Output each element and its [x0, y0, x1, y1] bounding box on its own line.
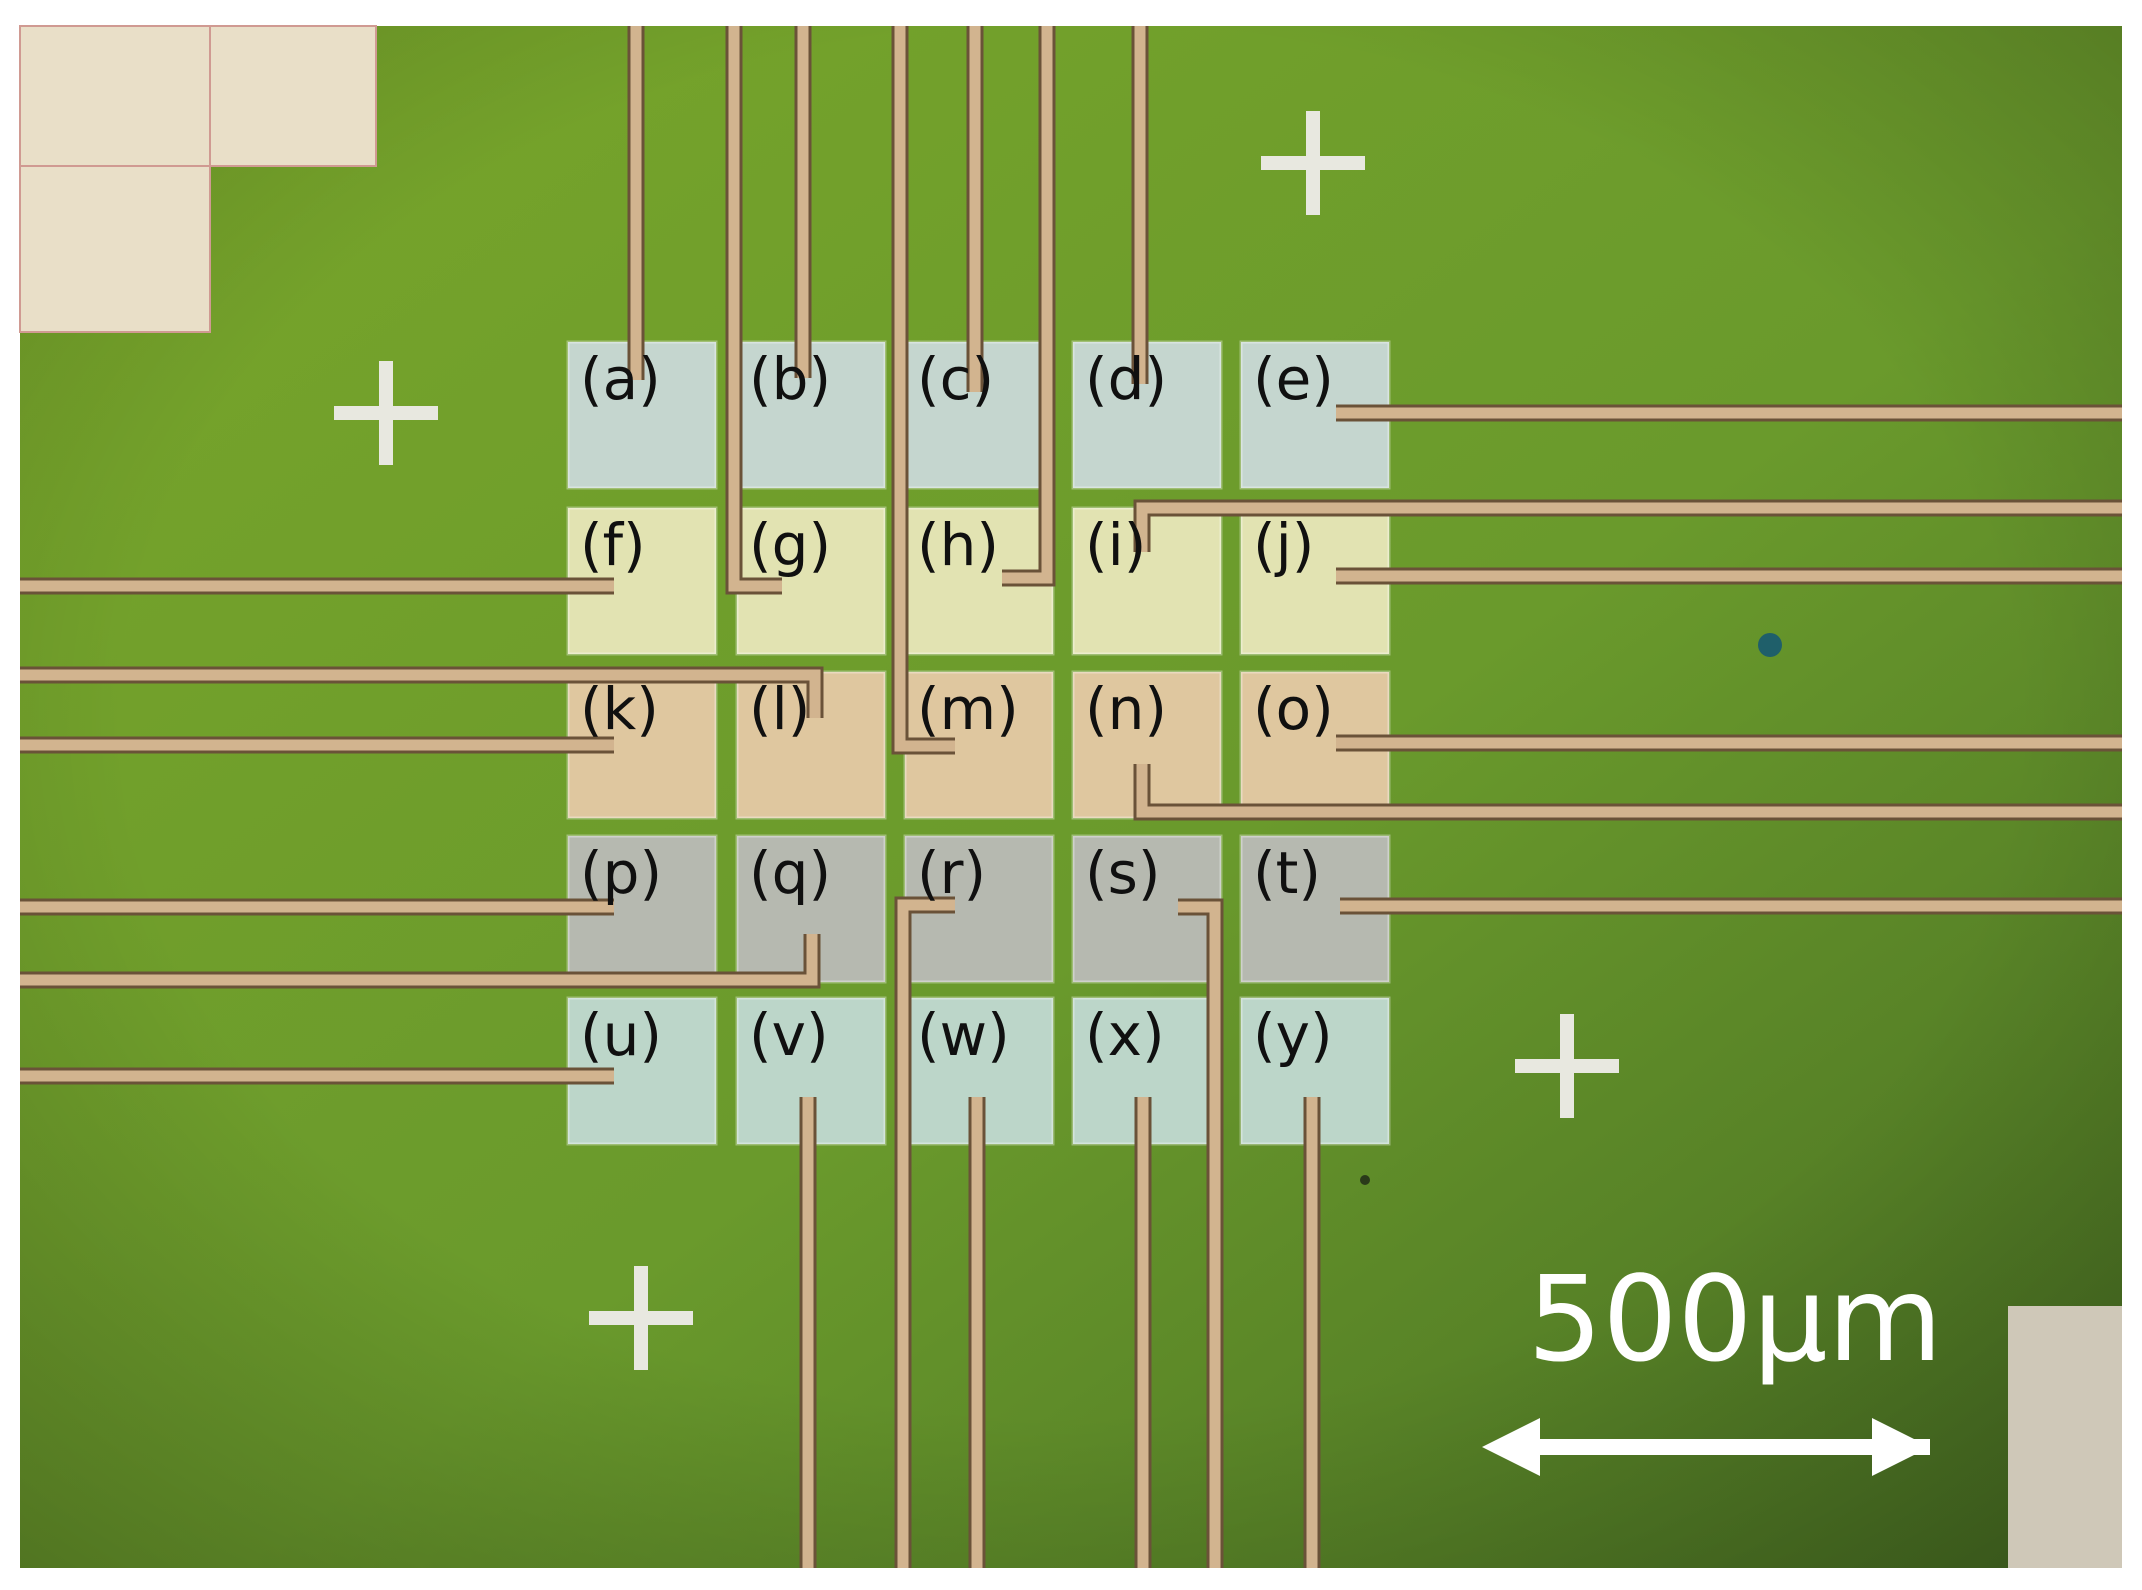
- trace: [894, 26, 955, 752]
- pad-label: (p): [580, 839, 662, 907]
- traces: [20, 26, 2122, 1568]
- dust-spot: [1360, 1175, 1370, 1185]
- pad-label: (e): [1253, 345, 1334, 413]
- pad-label: (y): [1253, 1001, 1333, 1069]
- pad-label: (h): [917, 511, 999, 579]
- vignette: [20, 26, 2122, 1568]
- pad-label: (j): [1253, 511, 1314, 579]
- alignment-mark: [589, 1266, 693, 1370]
- pad-label: (r): [917, 839, 986, 907]
- pad-label: (g): [749, 511, 831, 579]
- pad-label: (u): [580, 1001, 662, 1069]
- trace: [1002, 26, 1053, 584]
- trace: [20, 669, 821, 718]
- trace: [1136, 502, 2122, 552]
- pad-label: (v): [749, 1001, 829, 1069]
- top-left-metal-blocks: [19, 25, 377, 333]
- pad-label: (n): [1085, 675, 1167, 743]
- pad-label: (d): [1085, 345, 1167, 413]
- scale-bar-arrow: [1482, 1418, 1930, 1476]
- pad-label: (w): [917, 1001, 1010, 1069]
- pad-label: (m): [917, 675, 1019, 743]
- scale-bar-label: 500µm: [1527, 1250, 1942, 1388]
- alignment-mark: [1515, 1014, 1619, 1118]
- alignment-mark: [1261, 111, 1365, 215]
- alignment-marks: [334, 111, 1619, 1370]
- pad-label: (x): [1085, 1001, 1165, 1069]
- trace: [728, 26, 782, 592]
- pad-label: (a): [580, 345, 661, 413]
- alignment-mark: [334, 361, 438, 465]
- pad-label: (c): [917, 345, 994, 413]
- pad-label: (i): [1085, 511, 1146, 579]
- scale-bar: 500µm: [1482, 1250, 1943, 1476]
- pad-labels: (a) (b) (c) (d) (e) (f) (g) (h) (i) (j) (k) (l) (m) (…: [580, 345, 1334, 1069]
- pad-label: (o): [1253, 675, 1334, 743]
- dust-spot: [1758, 633, 1782, 657]
- trace: [897, 899, 955, 1568]
- pad-label: (b): [749, 345, 831, 413]
- pad-label: (t): [1253, 839, 1321, 907]
- bottom-right-metal-block: [2008, 1306, 2122, 1568]
- trace: [1178, 901, 1221, 1568]
- pad-label: (f): [580, 511, 646, 579]
- pad-label: (k): [580, 675, 659, 743]
- pad-label: (q): [749, 839, 831, 907]
- pad-label: (s): [1085, 839, 1160, 907]
- trace: [20, 934, 818, 986]
- pad-label: (l): [749, 675, 810, 743]
- trace: [1136, 764, 2122, 818]
